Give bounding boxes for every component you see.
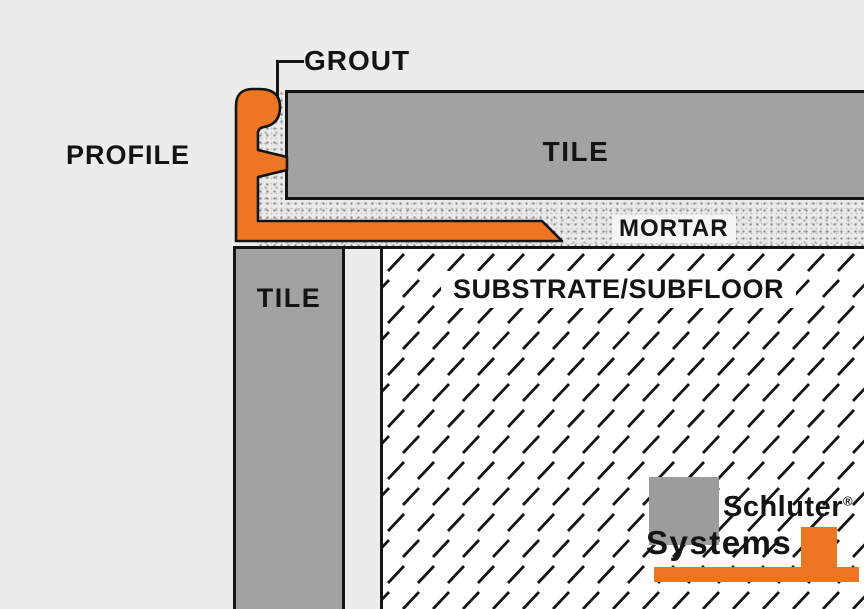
- logo-wordmark-systems: Systems: [646, 524, 793, 561]
- logo-wordmark-schluter-text: Schluter: [723, 491, 844, 523]
- edge-profile: [234, 87, 564, 243]
- logo-registered-mark: ®: [843, 493, 854, 509]
- top-tile: TILE: [285, 90, 864, 200]
- logo-profile-horizontal-shape: [654, 567, 859, 582]
- profile-label: PROFILE: [66, 140, 191, 170]
- left-tile-label: TILE: [256, 283, 322, 313]
- grout-pointer-line: [276, 60, 304, 63]
- left-tile: TILE: [233, 246, 345, 609]
- top-tile-label: TILE: [542, 136, 610, 167]
- schluter-systems-logo: Schluter® Systems: [645, 476, 864, 586]
- substrate-hatch-pattern: [383, 249, 864, 609]
- logo-wordmark-schluter: Schluter®: [723, 493, 853, 522]
- grout-label: GROUT: [304, 45, 411, 76]
- substrate-label: SUBSTRATE/SUBFLOOR: [441, 271, 796, 308]
- mortar-label: MORTAR: [612, 215, 736, 243]
- grout-pointer-line: [276, 60, 279, 98]
- logo-tile-square: [649, 477, 719, 545]
- logo-profile-vertical-shape: [801, 527, 837, 567]
- edge-profile-shape: [234, 87, 564, 243]
- substrate-area: SUBSTRATE/SUBFLOOR: [380, 246, 864, 609]
